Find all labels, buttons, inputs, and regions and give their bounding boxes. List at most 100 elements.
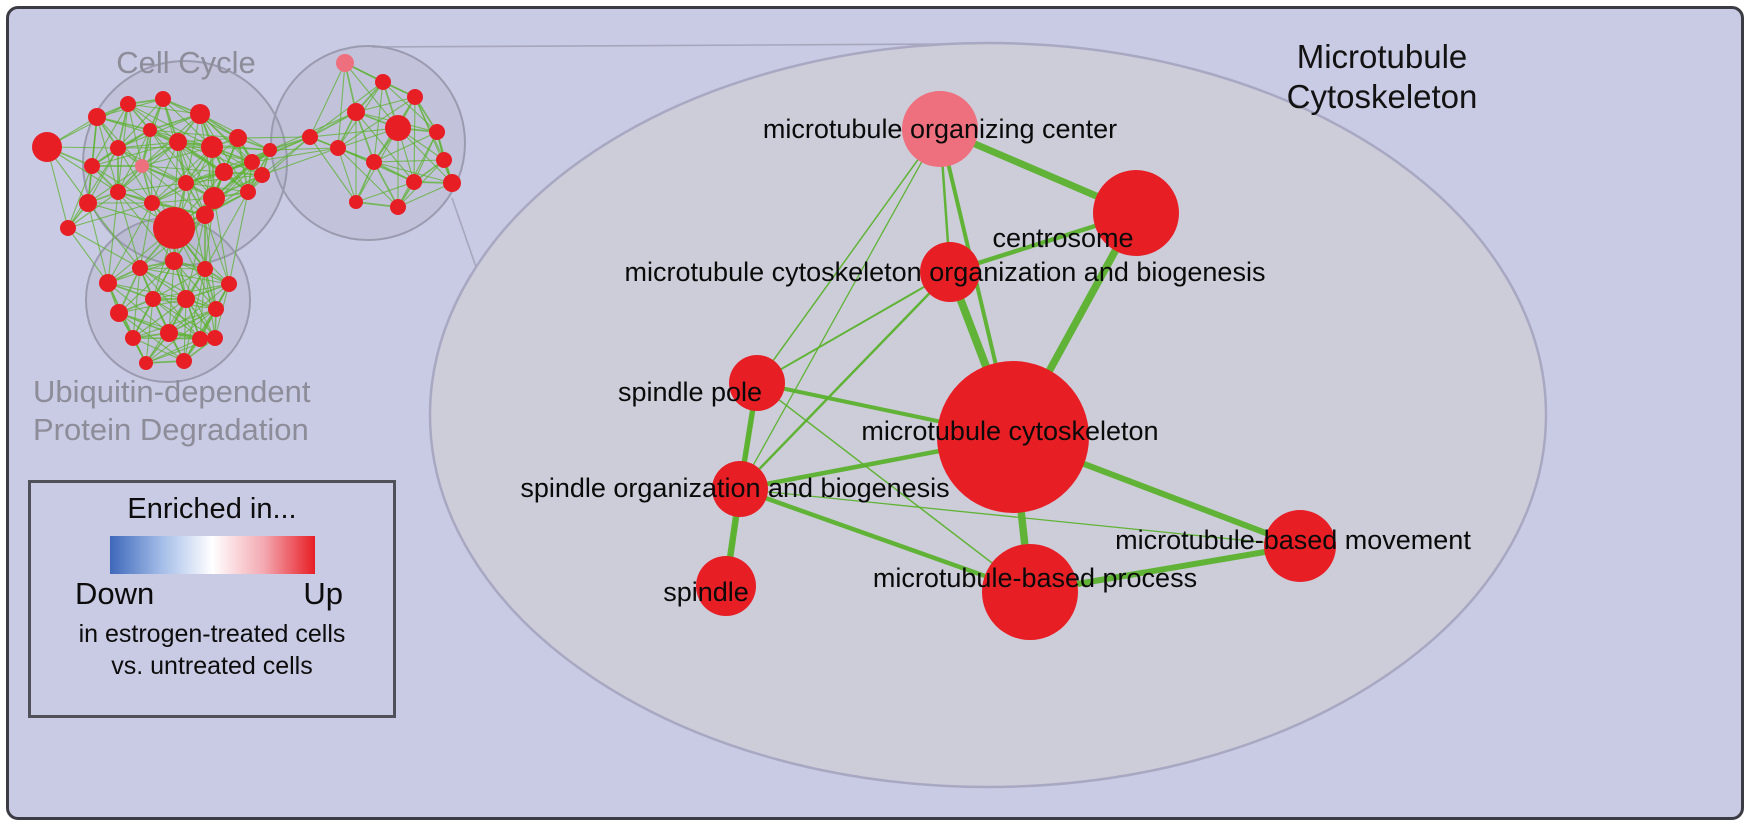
overview-node: [165, 252, 183, 270]
overview-edge: [67, 147, 119, 229]
legend-title: Enriched in...: [127, 493, 297, 525]
overview-edge: [204, 268, 216, 339]
overview-edge: [183, 268, 206, 362]
overview-edge: [199, 113, 249, 193]
overview-node: [144, 195, 160, 211]
overview-node: [88, 108, 106, 126]
detail-edge-mcob-spole: [756, 271, 951, 384]
overview-edge: [91, 141, 179, 167]
legend-captions: in estrogen-treated cells vs. untreated …: [31, 618, 393, 682]
overview-node: [125, 330, 141, 346]
overview-node: [201, 136, 223, 158]
overview-edge: [139, 267, 201, 340]
overview-edge: [118, 260, 175, 314]
overview-edge: [91, 103, 129, 167]
detail-node-moc: [902, 91, 978, 167]
overview-edge: [67, 227, 141, 269]
overview-edge: [149, 129, 239, 139]
overview-edge: [132, 298, 187, 339]
overview-node: [229, 129, 247, 147]
detail-edge-spole-mproc: [756, 382, 1031, 593]
overview-node: [177, 290, 195, 308]
overview-node: [110, 304, 128, 322]
detail-node-spindle: [696, 556, 756, 616]
overview-edge: [309, 81, 384, 138]
overview-edge: [132, 267, 141, 339]
overview-edge: [67, 202, 153, 229]
overview-node: [79, 194, 97, 212]
overview-node: [336, 54, 354, 72]
overview-node: [135, 159, 149, 173]
overview-edge: [168, 283, 230, 334]
overview-edge: [337, 147, 357, 203]
overview-network-nodes: [32, 54, 461, 370]
legend-caption-line1: in estrogen-treated cells: [78, 620, 346, 648]
overview-edge: [247, 136, 311, 193]
detail-node-sorg: [712, 461, 768, 517]
overview-node: [203, 187, 225, 209]
legend-endpoint-labels: Down Up: [31, 576, 393, 612]
overview-edge: [309, 136, 357, 203]
detail-node-label-spole: spindle pole: [618, 377, 762, 407]
overview-node: [190, 104, 210, 124]
overview-edge: [185, 137, 239, 184]
overview-node: [178, 175, 194, 191]
overview-node: [240, 184, 256, 200]
overview-node: [347, 103, 365, 121]
overview-node: [407, 89, 423, 105]
overview-edge: [355, 96, 416, 113]
detail-node-mcob: [920, 242, 980, 302]
overview-node: [366, 154, 382, 170]
overview-edge: [168, 260, 175, 334]
overview-edge: [204, 191, 249, 270]
overview-edge: [117, 146, 213, 149]
detail-node-label-mmove: microtubule-based movement: [1115, 525, 1471, 555]
overview-node: [302, 129, 318, 145]
overview-edge: [117, 141, 179, 149]
detail-node-label-mcyto: microtubule cytoskeleton: [861, 416, 1158, 446]
overview-node: [110, 140, 126, 156]
overview-edge: [213, 149, 271, 199]
overview-edge: [117, 98, 164, 149]
overview-edge: [107, 282, 187, 300]
overview-node: [139, 356, 153, 370]
overview-node: [349, 195, 363, 209]
overview-edge: [397, 131, 438, 208]
overview-edge: [87, 202, 141, 269]
overview-edge: [145, 298, 154, 364]
overview-edge: [183, 298, 187, 362]
overview-edge: [107, 282, 170, 334]
overview-node: [436, 152, 452, 168]
detail-node-mmove: [1264, 510, 1336, 582]
detail-title-line2: Cytoskeleton: [1287, 78, 1478, 115]
overview-edge: [373, 159, 445, 163]
overview-node: [443, 174, 461, 192]
overview-node: [254, 167, 270, 183]
overview-edge: [132, 337, 185, 362]
overview-edge: [67, 165, 93, 229]
overview-edge: [117, 147, 153, 204]
overview-edge: [139, 267, 230, 285]
overview-edge: [117, 147, 187, 184]
overview-edge: [141, 146, 213, 167]
overview-node: [215, 163, 233, 181]
overview-edge: [261, 147, 339, 176]
detail-network-labels: microtubule organizing centercentrosomem…: [520, 114, 1471, 607]
overview-edge: [213, 197, 230, 285]
overview-node: [145, 291, 161, 307]
overview-node: [208, 301, 224, 317]
overview-edge: [139, 267, 217, 310]
overview-edge: [67, 227, 109, 284]
cluster-label-ubiquitin-line1: Ubiquitin-dependent: [33, 374, 311, 409]
overview-node: [169, 133, 187, 151]
overview-node: [330, 140, 346, 156]
detail-node-centrosome: [1093, 170, 1179, 256]
detail-node-label-moc: microtubule organizing center: [763, 114, 1117, 144]
overview-edge: [107, 191, 119, 284]
detail-edge-mcob-sorg: [738, 270, 952, 491]
overview-node: [176, 353, 192, 369]
detail-network-nodes: [696, 91, 1336, 640]
detail-node-label-mcob: microtubule cytoskeleton organization an…: [625, 257, 1266, 287]
